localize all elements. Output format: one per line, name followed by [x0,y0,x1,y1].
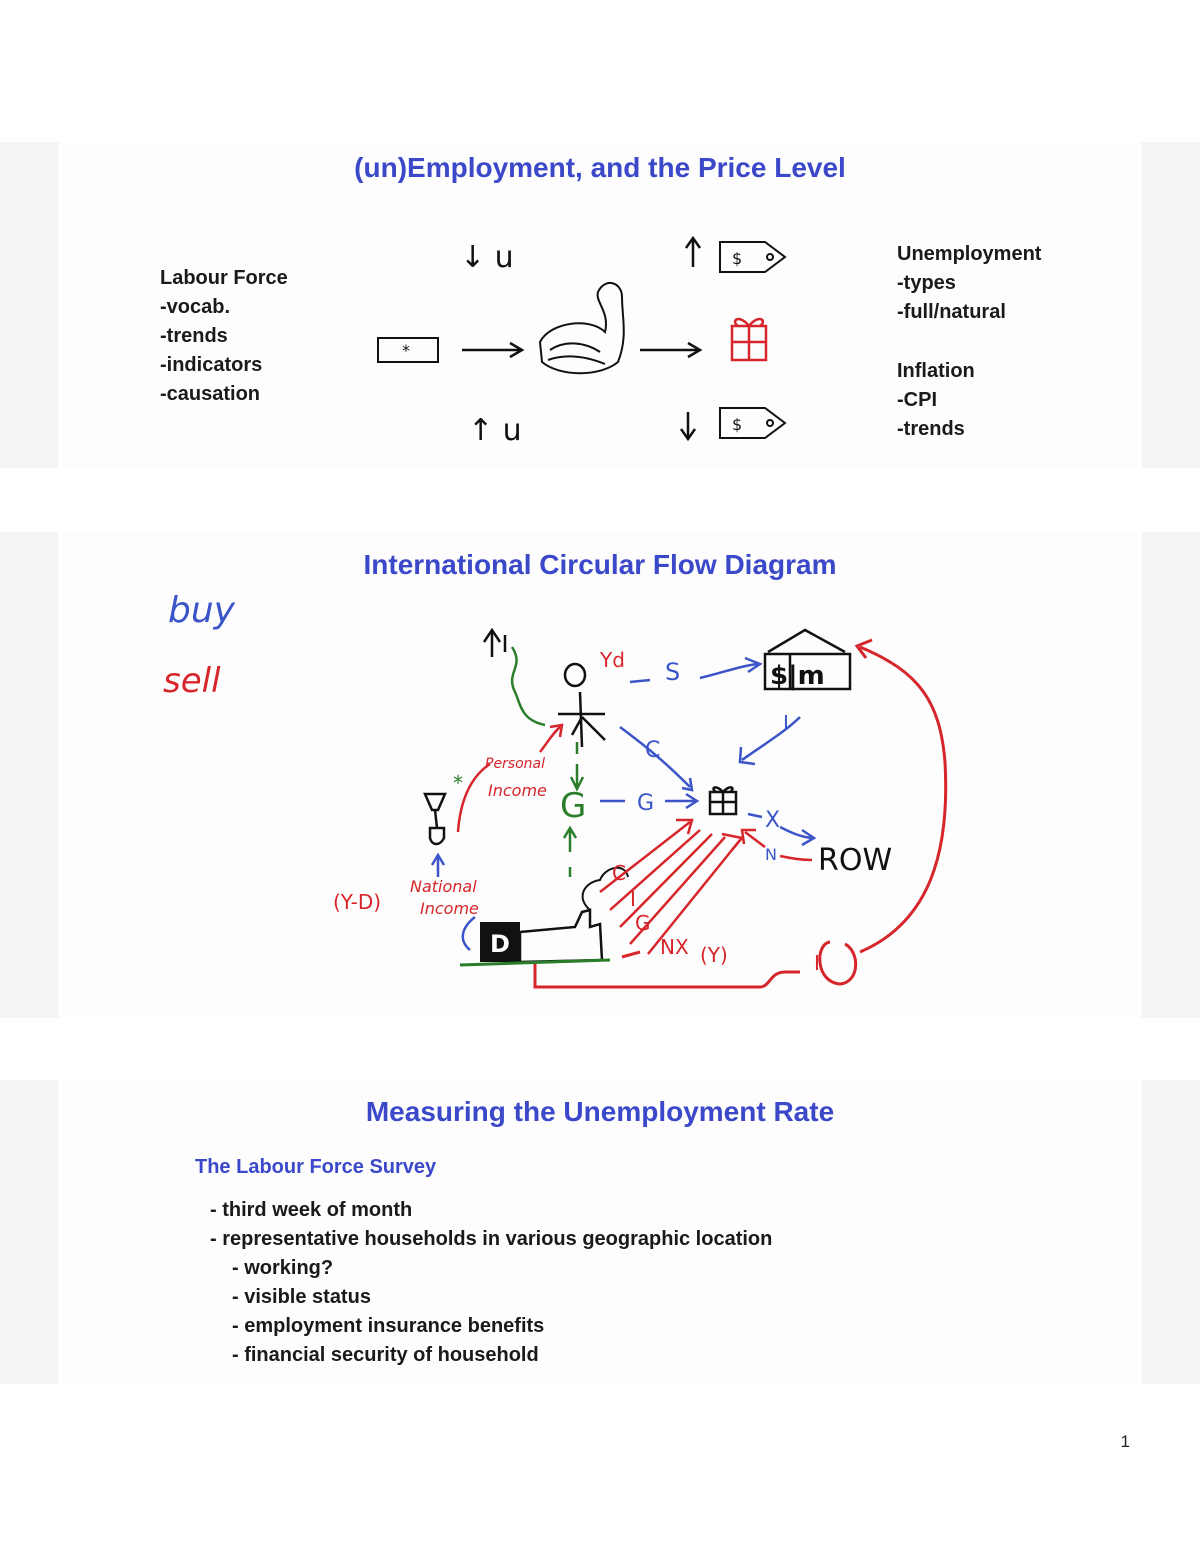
x-label: X [765,808,780,833]
personal-income-arrow [458,725,562,832]
buy-label: buy [168,590,236,631]
c-top-label: C [645,738,660,763]
inflation-item: -trends [897,415,965,444]
labour-force-heading: Labour Force [160,264,288,293]
slide-edge [0,142,58,468]
bank-label: $|m [770,661,825,691]
g-bottom-label: G [635,911,651,935]
spending-arrows [600,820,742,954]
s-label: S [665,658,680,686]
up-u-label: ↑ u [468,413,522,448]
up-arrow-icon [484,630,505,657]
personal-income-label-2: Income [488,781,547,800]
unemployment-item: -types [897,269,956,298]
inflation-heading: Inflation [897,357,975,386]
slide-subtitle: The Labour Force Survey [195,1153,436,1182]
star-label: * [453,771,463,795]
national-income-label-1: National [410,877,477,896]
price-tag-symbol: $ [732,415,742,434]
income-loop-arrow [535,640,946,987]
labour-force-item: -vocab. [160,293,230,322]
n-label: N [765,845,777,864]
right-arrow-icon [462,343,522,357]
leakage-arrow-icon [512,647,545,725]
unemployment-item: -full/natural [897,298,1006,327]
slide-title: (un)Employment, and the Price Level [0,152,1200,184]
inflation-item: -CPI [897,386,937,415]
bullet-item: - third week of month [210,1196,772,1225]
down-u-label: ↓ u [460,240,514,275]
bullet-item: - representative households in various g… [210,1225,772,1254]
household-figure-icon [558,664,605,747]
unemployment-heading: Unemployment [897,240,1041,269]
g-arrow-label: G [637,791,654,816]
national-income-label-2: Income [420,899,479,918]
sub-bullet-item: - working? [210,1254,772,1283]
slide-title: Measuring the Unemployment Rate [0,1096,1200,1128]
y-minus-d-label: (Y-D) [333,890,381,914]
survey-bullets: - third week of month - representative h… [210,1196,772,1370]
d-label: D [490,930,510,958]
i-loop-label: I [814,951,820,975]
slide-edge [1142,142,1200,468]
price-tag-symbol: $ [732,249,742,268]
sub-bullet-item: - financial security of household [210,1341,772,1370]
circular-flow-diagram: buy sell Yd S [0,532,1200,1018]
flexed-arm-icon [540,283,624,373]
price-tag-icon [720,242,785,272]
sell-label: sell [163,661,221,701]
labour-force-item: -indicators [160,351,262,380]
employment-sketch: ↓ u ↑ u $ $ * [360,222,820,452]
right-arrow-icon [640,343,700,357]
savings-arrow [630,658,760,682]
i-bottom-label: I [630,887,636,911]
sub-bullet-item: - employment insurance benefits [210,1312,772,1341]
slide-circular-flow: International Circular Flow Diagram buy … [0,532,1200,1018]
c-bottom-label: C [612,861,626,885]
shovel-icon [425,794,445,844]
row-label: ROW [818,843,892,878]
slide-employment-price-level: (un)Employment, and the Price Level Labo… [0,142,1200,468]
personal-income-label-1: Personal [485,756,545,772]
labour-force-item: -causation [160,380,260,409]
y-label: (Y) [700,943,728,967]
imports-arrow [742,830,812,860]
page-number: 1 [1121,1432,1130,1452]
up-arrow-icon [686,238,700,267]
price-tag-icon [720,408,785,438]
money-symbol: * [402,341,410,360]
yd-label: Yd [599,648,625,672]
investment-arrow [740,717,800,764]
i-top-label: I [783,711,789,735]
down-arrow-icon [681,412,695,439]
gift-icon [732,319,766,360]
labour-force-item: -trends [160,322,228,351]
gift-icon [710,787,736,814]
sub-bullet-item: - visible status [210,1283,772,1312]
nx-label: NX [660,935,689,959]
g-center-label: G [560,786,586,826]
